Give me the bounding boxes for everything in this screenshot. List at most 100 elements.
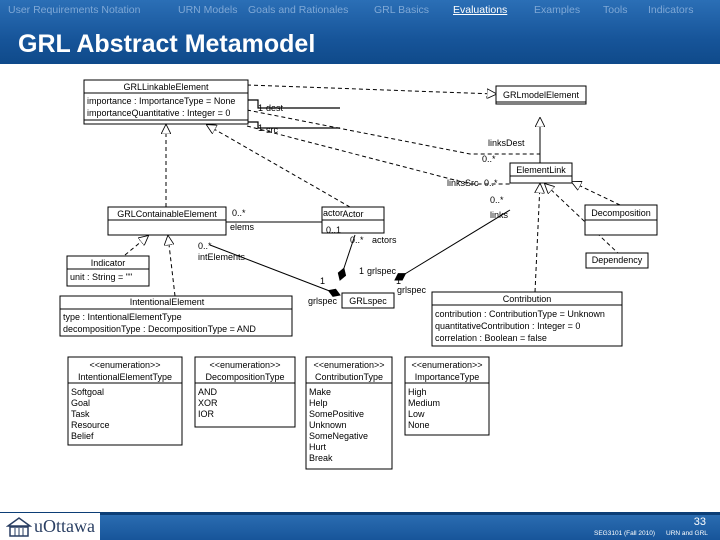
label-grlspec-actor: grlspec [367, 266, 397, 276]
class-attr: correlation : Boolean = false [435, 333, 547, 343]
class-attr: contribution : ContributionType = Unknow… [435, 309, 605, 319]
university-logo: uOttawa [0, 513, 100, 540]
page-number: 33 [693, 516, 706, 528]
label-links-dest: linksDest [488, 138, 525, 148]
enum-value: Unknown [309, 420, 347, 430]
enum-value: SomeNegative [309, 431, 368, 441]
enum-name: DecompositionType [205, 372, 284, 382]
label-src-role: src [266, 125, 278, 135]
enum-decomposition-type: <<enumeration>> DecompositionType AND XO… [194, 356, 296, 428]
class-attr: decompositionType : DecompositionType = … [63, 324, 256, 334]
class-name: GRLmodelElement [503, 90, 580, 100]
enum-value: IOR [198, 409, 215, 419]
nav-item-urn-models[interactable]: URN Models [178, 4, 238, 16]
enum-value: Resource [71, 420, 110, 430]
class-attr: type : IntentionalElementType [63, 312, 182, 322]
enum-contribution-type: <<enumeration>> ContributionType Make He… [305, 356, 393, 470]
nav-item-tools[interactable]: Tools [603, 4, 628, 16]
label-elems-mult: 0..* [232, 208, 246, 218]
nav-item-indicators[interactable]: Indicators [648, 4, 694, 16]
class-name: Actor [342, 209, 363, 219]
enum-value: Break [309, 453, 333, 463]
enum-value: High [408, 387, 427, 397]
class-name: GRLspec [349, 296, 387, 306]
class-grl-containable-element: GRLContainableElement [107, 206, 227, 236]
nav-item-grl-basics[interactable]: GRL Basics [374, 4, 430, 16]
enum-value: Low [408, 409, 425, 419]
enum-name: ContributionType [315, 372, 383, 382]
enum-stereotype: <<enumeration>> [89, 360, 160, 370]
label-links-src-mult: 0..* [484, 178, 498, 188]
label-actors-mult: 0..* [350, 235, 364, 245]
nav-item-goals-and-rationales[interactable]: Goals and Rationales [248, 4, 349, 16]
nav-item-user-requirements-notation[interactable]: User Requirements Notation [8, 4, 141, 16]
enum-stereotype: <<enumeration>> [209, 360, 280, 370]
label-int-elements: intElements [198, 252, 246, 262]
enum-intentional-element-type: <<enumeration>> IntentionalElementType S… [67, 356, 183, 446]
class-intentional-element: IntentionalElement type : IntentionalEle… [59, 295, 293, 337]
class-dependency: Dependency [585, 252, 649, 269]
label-grlspec-link-mult: 1 [396, 276, 401, 286]
class-contribution: Contribution contribution : Contribution… [431, 291, 623, 347]
nav-item-evaluations[interactable]: Evaluations [453, 4, 508, 16]
enum-value: XOR [198, 398, 218, 408]
enum-value: AND [198, 387, 218, 397]
association-labels: 1 dest 1 src linksDest 0..* linksSrc 0..… [198, 103, 525, 306]
label-links-mult: 0..* [490, 195, 504, 205]
metamodel-diagram: GRLLinkableElement importance : Importan… [59, 79, 658, 470]
enum-value: Make [309, 387, 331, 397]
logo-text: uOttawa [34, 516, 95, 536]
enum-value: None [408, 420, 430, 430]
class-name: GRLLinkableElement [123, 82, 209, 92]
class-attr: importanceQuantitative : Integer = 0 [87, 108, 230, 118]
enum-value: SomePositive [309, 409, 364, 419]
building-icon [6, 517, 32, 537]
slide-topic: URN and GRL [666, 530, 708, 537]
label-grlspec-ie: grlspec [308, 296, 338, 306]
label-dest-role: dest [266, 103, 284, 113]
label-actors: actors [372, 235, 397, 245]
class-attr: importance : ImportanceType = None [87, 96, 235, 106]
class-name: Indicator [91, 258, 126, 268]
nav-item-examples[interactable]: Examples [534, 4, 581, 16]
enum-importance-type: <<enumeration>> ImportanceType High Medi… [404, 356, 490, 436]
label-links-src: linksSrc [447, 178, 479, 188]
enum-name: ImportanceType [415, 372, 480, 382]
label-int-elements-mult: 0..* [198, 241, 212, 251]
enum-value: Softgoal [71, 387, 104, 397]
enum-name: IntentionalElementType [78, 372, 172, 382]
class-element-link: ElementLink [509, 162, 573, 184]
label-links: links [490, 210, 509, 220]
class-name: IntentionalElement [130, 297, 205, 307]
class-attr: unit : String = "" [70, 272, 132, 282]
enum-value: Hurt [309, 442, 327, 452]
label-grlspec-link: grlspec [397, 285, 427, 295]
enum-stereotype: <<enumeration>> [313, 360, 384, 370]
enum-value: Help [309, 398, 328, 408]
label-elems: elems [230, 222, 255, 232]
label-grlspec-ie-mult: 1 [320, 276, 325, 286]
class-name: ElementLink [516, 165, 566, 175]
class-grl-linkable-element: GRLLinkableElement importance : Importan… [83, 79, 249, 125]
slide-title: GRL Abstract Metamodel [18, 30, 316, 58]
label-links-dest-mult: 0..* [482, 154, 496, 164]
class-decomposition: Decomposition [584, 204, 658, 236]
class-name: Dependency [592, 255, 643, 265]
header-bar [0, 0, 720, 64]
enum-value: Task [71, 409, 90, 419]
class-name: Contribution [503, 294, 552, 304]
label-dest-mult: 1 [258, 103, 263, 113]
label-grlspec-actor-mult: 1 [359, 266, 364, 276]
class-name: GRLContainableElement [117, 209, 217, 219]
connectors [124, 84, 621, 297]
label-actor: actor [323, 208, 343, 218]
label-src-mult: 1 [258, 123, 263, 133]
class-name: Decomposition [591, 208, 651, 218]
class-actor: Actor [321, 206, 385, 234]
enum-value: Medium [408, 398, 440, 408]
class-grl-model-element: GRLmodelElement [495, 85, 587, 105]
nav-bar: User Requirements Notation URN Models Go… [0, 4, 720, 18]
course-code: SEG3101 (Fall 2010) [594, 530, 656, 537]
class-attr: quantitativeContribution : Integer = 0 [435, 321, 580, 331]
footer-bar [0, 512, 720, 540]
